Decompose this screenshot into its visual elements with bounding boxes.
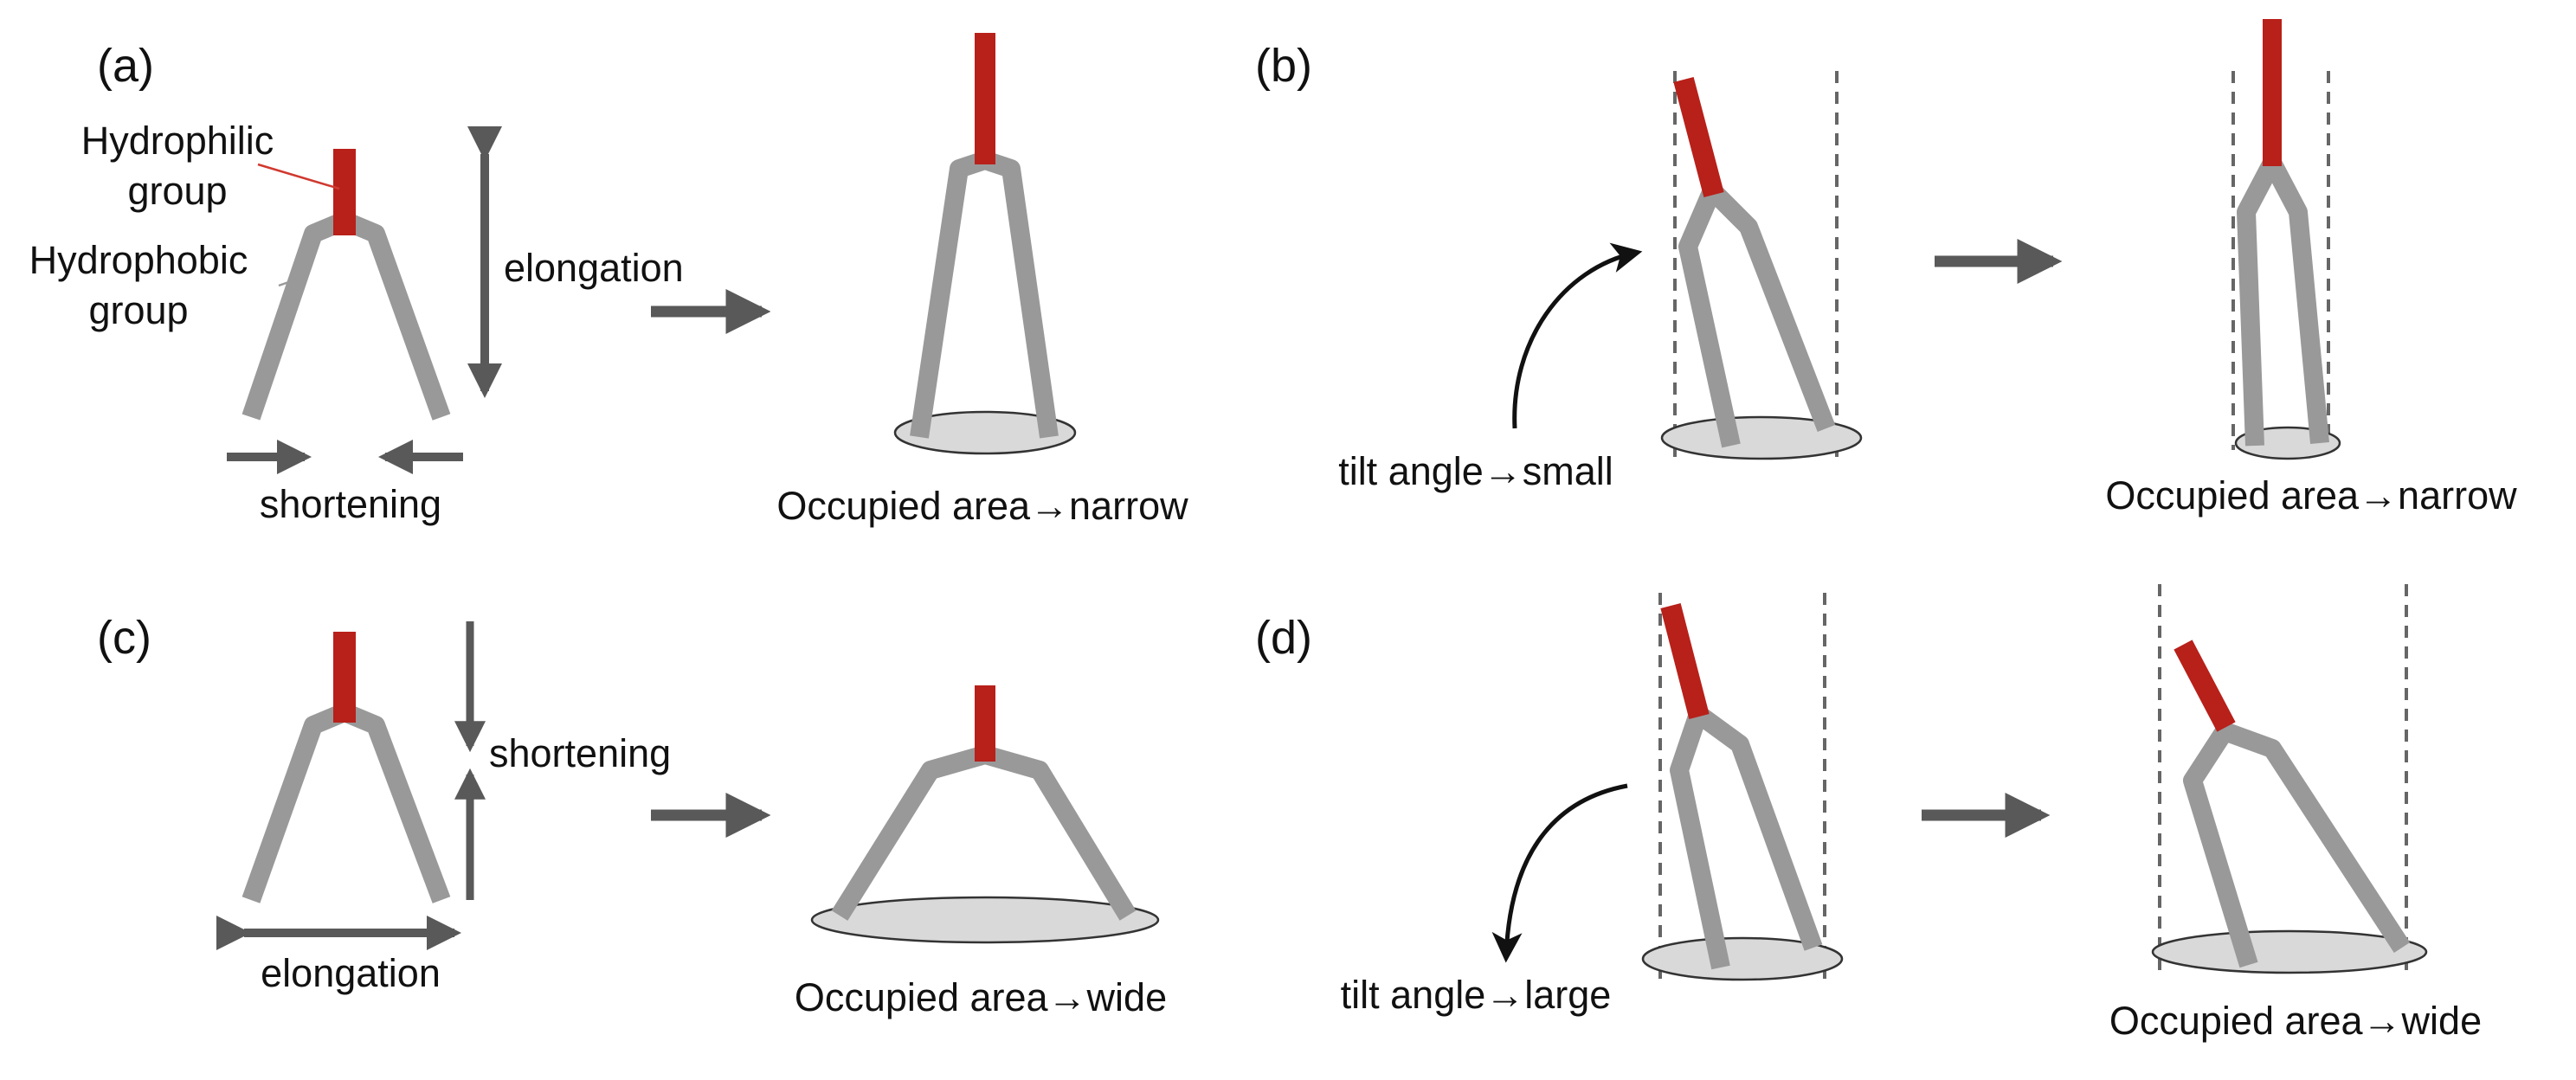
hydrophilic-label-line2: group xyxy=(127,169,227,213)
hydrophobic-chain xyxy=(242,211,451,421)
panel-c: (c) shortening elongation Occupied area→… xyxy=(97,612,1167,1019)
elongation-label: elongation xyxy=(504,246,684,290)
tilt-rotation-arrow xyxy=(1491,783,1628,963)
panel-d: (d) tilt angle→large Occupied area→wide xyxy=(1255,584,2482,1043)
hydrophobic-label-line2: group xyxy=(88,288,188,332)
molecule-d-result xyxy=(2151,584,2428,974)
tilt-label-d: tilt angle→large xyxy=(1341,973,1612,1017)
shortening-label: shortening xyxy=(489,731,671,775)
occupied-area xyxy=(1641,936,1844,981)
panel-a: (a) Hydrophilic group Hydrophobic group … xyxy=(29,33,1188,528)
hydrophobic-chain xyxy=(831,745,1137,921)
hydrophobic-leader-line xyxy=(278,277,299,287)
hydrophilic-head xyxy=(2174,640,2236,732)
hydrophilic-head xyxy=(1673,76,1724,198)
panel-label-d: (d) xyxy=(1255,612,1312,664)
hydrophobic-chain xyxy=(1678,181,1836,448)
hydrophilic-leader-line xyxy=(257,163,340,190)
result-label-d: Occupied area→wide xyxy=(2109,999,2482,1043)
panel-label-a: (a) xyxy=(97,40,154,92)
panel-label-c: (c) xyxy=(97,612,151,664)
result-label-a: Occupied area→narrow xyxy=(776,484,1188,528)
molecule-c-initial xyxy=(242,632,451,903)
occupied-area xyxy=(2151,929,2428,974)
molecule-c-result xyxy=(810,685,1160,944)
hydrophilic-label-line1: Hydrophilic xyxy=(81,119,274,163)
result-label-b: Occupied area→narrow xyxy=(2105,473,2517,518)
result-label-c: Occupied area→wide xyxy=(795,975,1167,1019)
molecule-b-result xyxy=(2231,19,2341,460)
shortening-label: shortening xyxy=(260,482,441,526)
hydrophobic-chain xyxy=(910,151,1059,439)
tilt-label-b: tilt angle→small xyxy=(1338,449,1613,493)
hydrophobic-chain xyxy=(242,703,451,903)
hydrophilic-head xyxy=(1660,603,1710,719)
molecule-a-result xyxy=(893,33,1077,455)
hydrophobic-chain xyxy=(2183,722,2411,968)
panel-b: (b) tilt angle→small Occupied area→narro… xyxy=(1255,19,2517,518)
molecule-d-initial xyxy=(1641,593,1844,981)
occupied-area xyxy=(893,410,1077,455)
tilt-rotation-arrow xyxy=(1512,242,1643,429)
hydrophobic-chain xyxy=(2237,153,2329,447)
elongation-label: elongation xyxy=(261,951,441,995)
occupied-area xyxy=(810,896,1160,944)
hydrophobic-label-line1: Hydrophobic xyxy=(29,238,248,282)
occupied-area xyxy=(1660,415,1863,460)
molecule-a-initial xyxy=(242,149,451,421)
molecule-b-initial xyxy=(1660,71,1863,460)
panel-label-b: (b) xyxy=(1255,40,1312,92)
hydrophobic-chain xyxy=(1670,704,1823,970)
